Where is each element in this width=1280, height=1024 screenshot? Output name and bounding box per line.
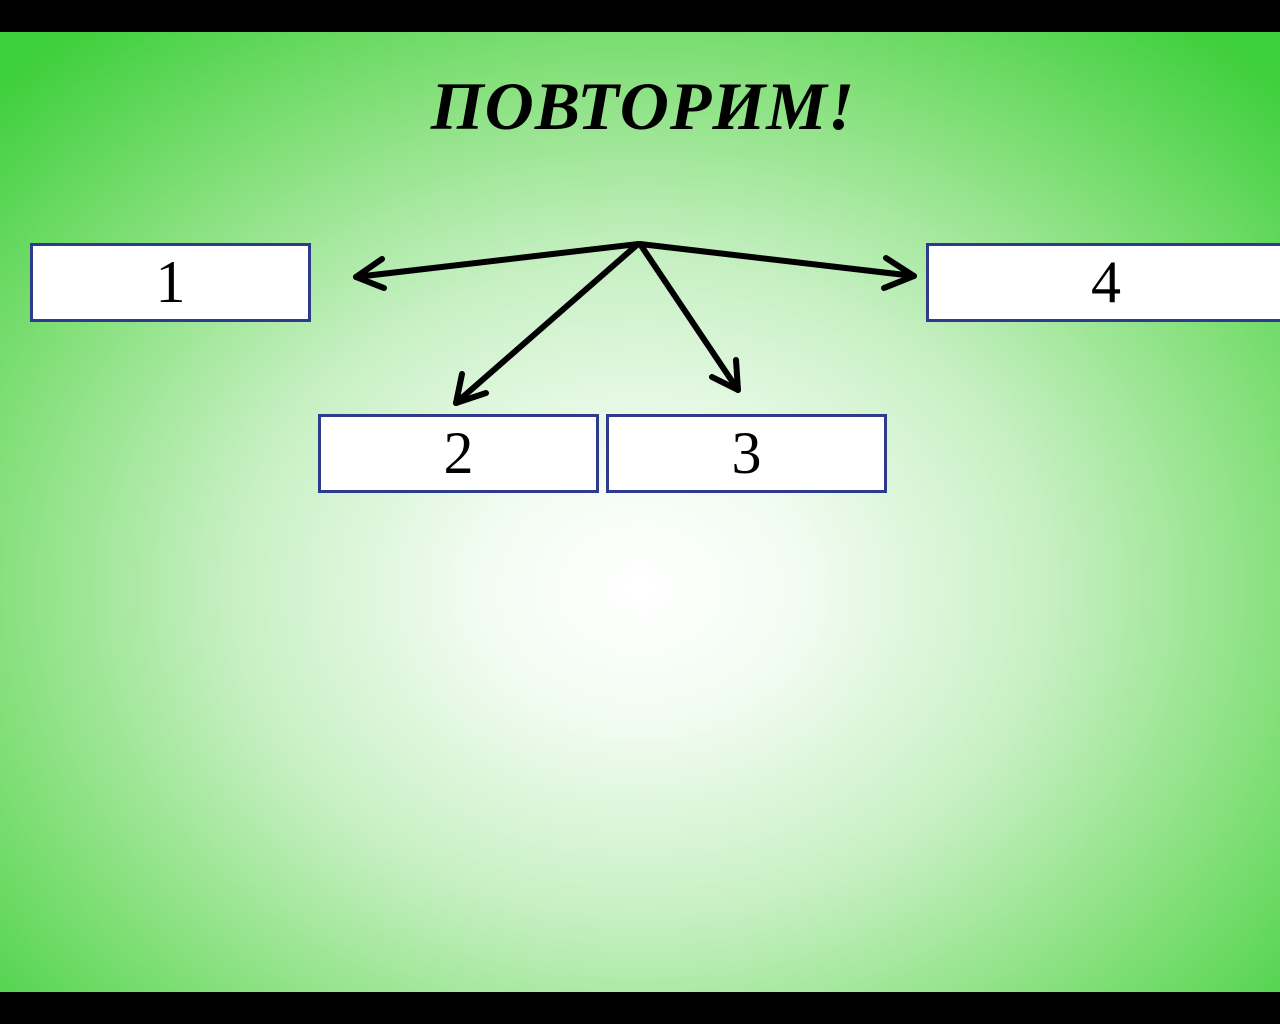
answer-box-2-label: 2	[443, 420, 474, 486]
answer-box-4[interactable]: 4	[926, 243, 1280, 322]
answer-box-4-label: 4	[1091, 249, 1121, 315]
answer-box-3[interactable]: 3	[606, 414, 887, 493]
arrow-diagram	[353, 241, 917, 406]
answer-box-3-label: 3	[731, 420, 762, 486]
slide-title: ПОВТОРИМ!	[430, 68, 856, 144]
presentation-slide: ПОВТОРИМ! 1	[0, 32, 1280, 992]
answer-box-1-label: 1	[155, 249, 186, 315]
arrow-to-box-2	[453, 241, 641, 406]
answer-box-2[interactable]: 2	[318, 414, 599, 493]
arrow-to-box-1	[353, 241, 641, 291]
answer-box-1[interactable]: 1	[30, 243, 311, 322]
letterbox-top	[0, 0, 1280, 32]
letterbox-bottom	[0, 992, 1280, 1024]
arrow-to-box-4	[637, 241, 917, 291]
arrow-to-box-3	[637, 241, 741, 393]
